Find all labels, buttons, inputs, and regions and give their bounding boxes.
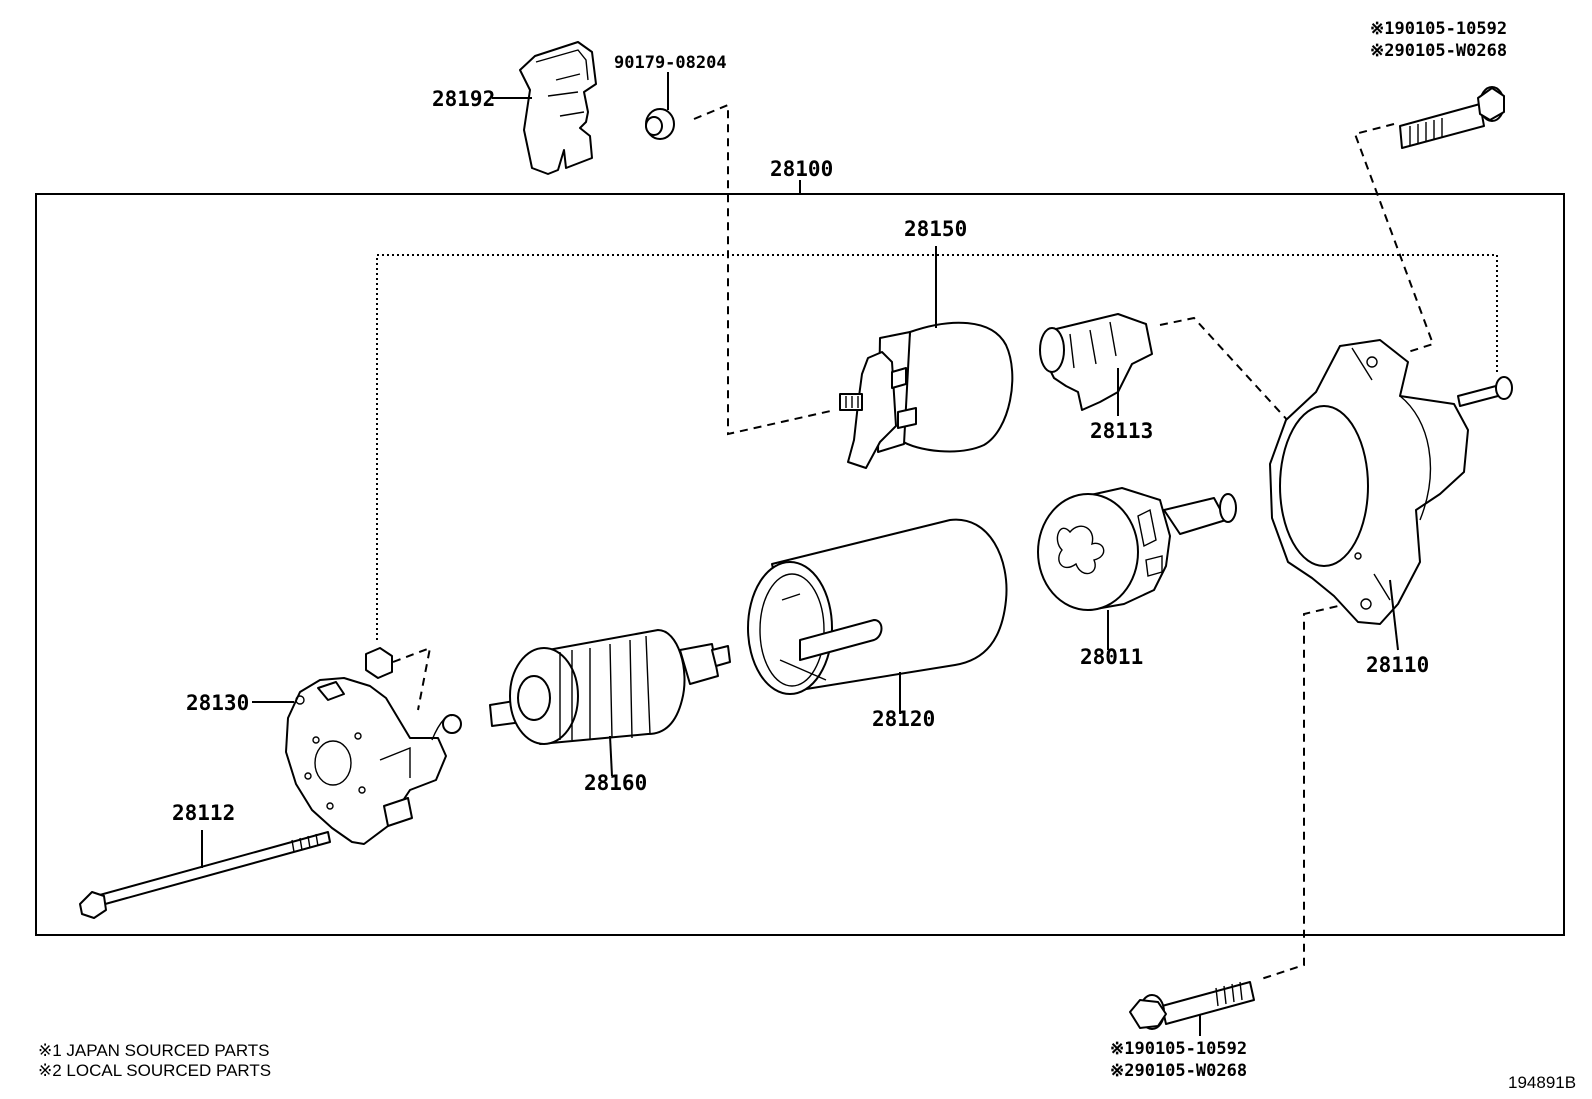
bottom-bolt-drawing: [1129, 981, 1255, 1030]
legend-note-japan: ※1 JAPAN SOURCED PARTS: [38, 1041, 270, 1060]
nut-28130-drawing: [365, 647, 393, 679]
label-28160[interactable]: 28160: [584, 771, 647, 795]
dashed-line-top-bolt: [1353, 123, 1435, 353]
label-28110[interactable]: 28110: [1366, 653, 1429, 677]
label-28113[interactable]: 28113: [1090, 419, 1153, 443]
leader-28110: [1389, 579, 1399, 651]
dashed-line-nut-to-solenoid: [693, 103, 836, 436]
label-28100[interactable]: 28100: [770, 157, 833, 181]
label-bottom-bolt-2[interactable]: ※290105-W0268: [1110, 1061, 1247, 1081]
label-28150[interactable]: 28150: [904, 217, 967, 241]
diagram-id: 194891B: [1508, 1073, 1576, 1092]
cover-28192-drawing: [519, 41, 597, 175]
label-28130[interactable]: 28130: [186, 691, 249, 715]
holder-28113-drawing: [1039, 313, 1153, 411]
label-bottom-bolt-1[interactable]: ※190105-10592: [1110, 1039, 1247, 1059]
solenoid-28150-drawing: [839, 321, 1014, 469]
brush-holder-28130-drawing: [285, 677, 462, 845]
label-28120[interactable]: 28120: [872, 707, 935, 731]
label-top-bolt-1[interactable]: ※190105-10592: [1370, 19, 1507, 39]
yoke-28120-drawing: [747, 518, 1008, 695]
dashed-line-nut-28130: [392, 646, 432, 711]
through-bolt-28112-drawing: [79, 831, 331, 919]
top-bolt-drawing: [1399, 86, 1505, 149]
housing-28110-drawing: [1269, 339, 1469, 625]
leader-28160: [609, 735, 613, 777]
dashed-line-bottom-bolt: [1257, 602, 1352, 981]
nut-90179-drawing: [645, 108, 675, 140]
label-28112[interactable]: 28112: [172, 801, 235, 825]
label-28192[interactable]: 28192: [432, 87, 495, 111]
armature-28160-drawing: [489, 629, 731, 745]
label-90179-08204[interactable]: 90179-08204: [614, 53, 727, 73]
legend-note-local: ※2 LOCAL SOURCED PARTS: [38, 1061, 271, 1080]
screw-28110-drawing: [1457, 376, 1513, 407]
label-top-bolt-2[interactable]: ※290105-W0268: [1370, 41, 1507, 61]
label-28011[interactable]: 28011: [1080, 645, 1143, 669]
clutch-28011-drawing: [1037, 487, 1237, 611]
